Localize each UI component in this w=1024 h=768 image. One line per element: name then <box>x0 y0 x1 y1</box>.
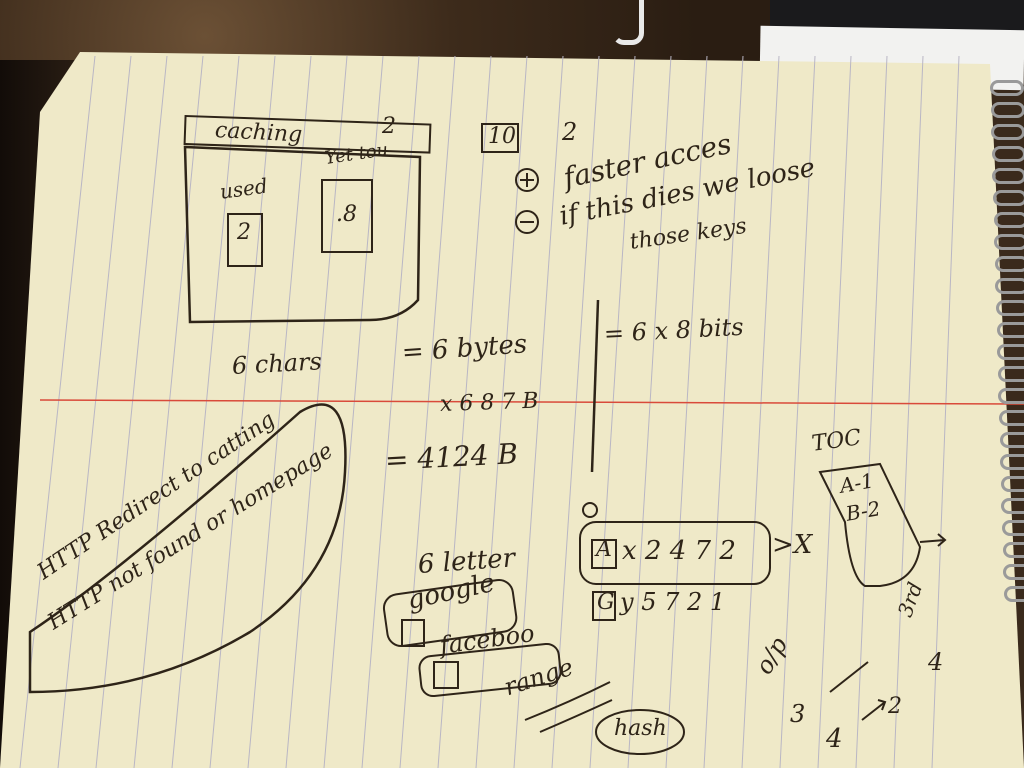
box10-label: 10 <box>488 124 516 149</box>
spiral-ring <box>1002 520 1024 536</box>
rule-line <box>855 55 888 768</box>
num-four-b: 4 <box>928 648 944 676</box>
spiral-ring <box>1000 476 1024 492</box>
plus-circle <box>515 168 539 192</box>
rule-line <box>513 55 564 768</box>
spiral-ring <box>995 278 1024 294</box>
g-letter: G <box>597 590 615 615</box>
spiral-ring <box>999 432 1024 448</box>
range-underline <box>524 681 613 733</box>
spiral-ring <box>996 322 1024 338</box>
rule-line <box>57 55 132 768</box>
caching-title: caching <box>214 118 303 148</box>
yet-value: .8 <box>336 202 357 227</box>
charging-cable <box>612 0 644 45</box>
spiral-ring <box>994 234 1024 250</box>
rule-line <box>133 55 204 768</box>
paper-sheet <box>0 52 1024 768</box>
spiral-ring <box>993 190 1024 206</box>
rule-line <box>703 55 744 768</box>
google-box <box>382 579 518 647</box>
spiral-ring <box>991 146 1024 162</box>
a-code-box <box>579 521 771 585</box>
paper-svg <box>0 52 1024 768</box>
rule-line <box>627 55 672 768</box>
rule-line <box>19 55 96 768</box>
used-value: 2 <box>237 220 251 245</box>
rule-line <box>779 55 816 768</box>
spiral-ring <box>997 344 1024 360</box>
spiral-ring <box>990 102 1024 118</box>
spiral-ring <box>990 80 1024 96</box>
box10-border <box>481 123 519 153</box>
toc-table <box>818 462 922 587</box>
hash-text: hash <box>614 716 667 741</box>
a-letter: A <box>596 537 612 562</box>
rule-line <box>931 55 960 768</box>
caching-title-box <box>183 114 432 154</box>
spiral-ring <box>999 410 1024 426</box>
spiral-ring <box>996 300 1024 316</box>
rule-line <box>399 55 456 768</box>
spiral-ring <box>991 124 1024 140</box>
caching-outer-box <box>183 145 422 324</box>
spiral-ring <box>1002 542 1024 558</box>
op-dash <box>829 661 869 693</box>
caching-number: 2 <box>382 114 396 139</box>
pin-mark <box>582 502 598 518</box>
used-box <box>227 213 263 267</box>
spiral-ring <box>1000 454 1024 470</box>
spiral-ring <box>1003 564 1024 580</box>
arrow-x: >X <box>772 530 813 560</box>
redirect-bubble <box>28 403 347 694</box>
yet-box <box>321 179 373 253</box>
rule-line <box>551 55 600 768</box>
margin-line <box>39 399 1024 405</box>
rule-line <box>741 55 780 768</box>
spiral-ring <box>1001 498 1024 514</box>
box10-number: 2 <box>562 118 578 146</box>
op-arrow <box>861 699 887 721</box>
g-letter-box <box>401 619 425 647</box>
multiply-line: x 6 8 7 B <box>439 388 539 417</box>
rule-line <box>665 55 708 768</box>
num-two: 2 <box>888 694 902 719</box>
rule-line <box>893 55 924 768</box>
g-code-letter-box <box>592 591 616 621</box>
rule-line <box>95 55 168 768</box>
hash-oval <box>595 709 685 755</box>
g-code: y 5 7 2 1 <box>620 588 726 616</box>
vertical-divider <box>590 299 600 473</box>
notebook-page: caching 2 used 2 Yet tou .8 10 2 faster … <box>0 52 1024 768</box>
rule-line <box>437 55 492 768</box>
rule-line <box>247 55 312 768</box>
facebook-box <box>418 642 562 698</box>
a-letter-box <box>591 539 617 569</box>
six-chars: 6 chars <box>231 347 323 380</box>
a-code: x 2 4 7 2 <box>622 536 736 566</box>
spiral-ring <box>997 366 1024 382</box>
minus-circle <box>515 210 539 234</box>
spiral-ring <box>1003 586 1024 602</box>
spiral-ring <box>994 256 1024 272</box>
rule-line <box>171 55 240 768</box>
num-four: 4 <box>826 724 843 754</box>
toc-arrow <box>919 533 947 547</box>
spiral-ring <box>998 388 1024 404</box>
f-letter-box <box>433 661 459 689</box>
spiral-ring <box>993 212 1024 228</box>
num-three: 3 <box>790 700 806 728</box>
total-bytes: = 4124 B <box>384 437 519 477</box>
rule-line <box>361 55 420 768</box>
rule-line <box>285 55 348 768</box>
rule-line <box>323 55 384 768</box>
plus-sign <box>520 173 534 187</box>
spiral-ring <box>992 168 1024 184</box>
rule-line <box>817 55 852 768</box>
rule-line <box>589 55 636 768</box>
